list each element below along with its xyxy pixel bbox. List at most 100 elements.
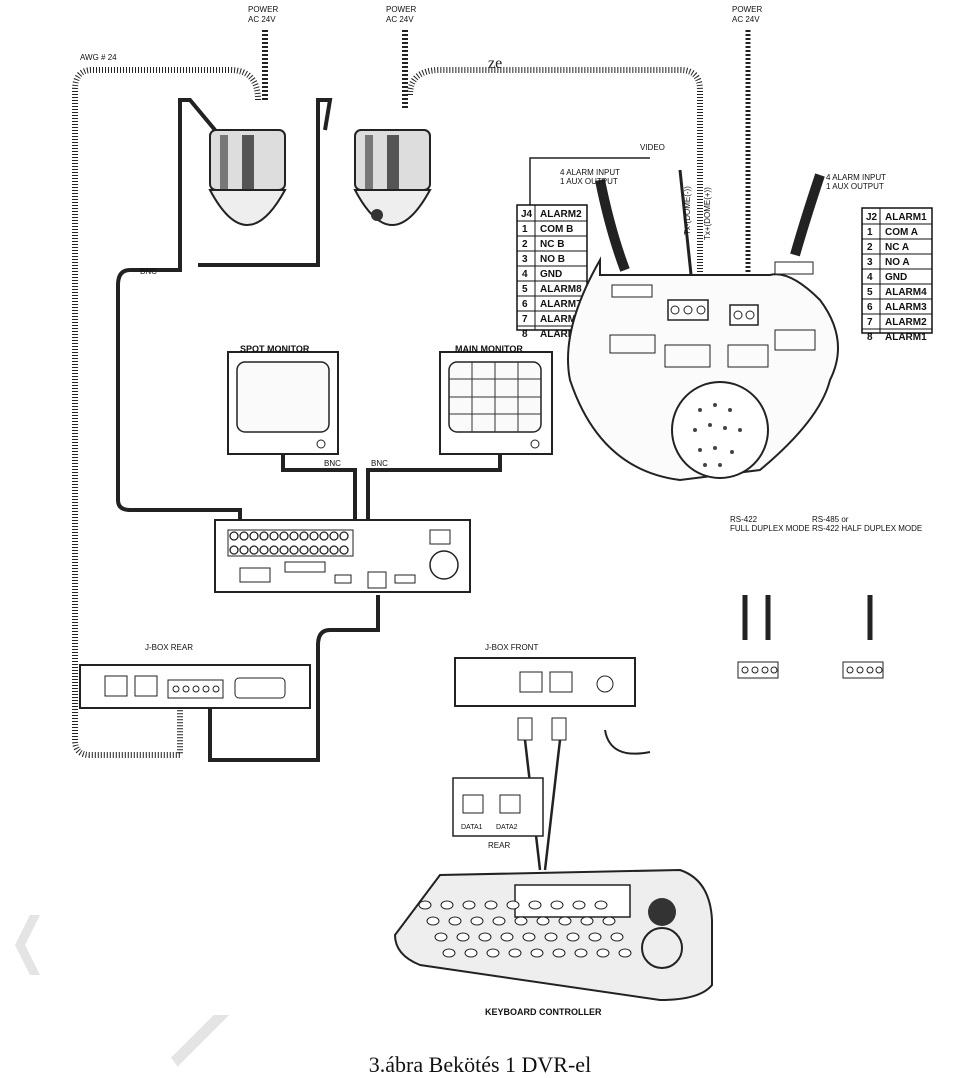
j2-pin-number: 7 — [867, 317, 873, 328]
keyboard-key — [544, 932, 558, 942]
j4-pin-signal: ALARM5 — [540, 329, 582, 340]
power-label-2: POWER — [386, 5, 416, 14]
bnc-label-left: BNC — [140, 267, 157, 276]
jbox-rear-label: J-BOX REAR — [145, 643, 193, 652]
alarm-left-line2: 1 AUX OUTPUT — [560, 177, 618, 186]
j2-pin-signal: ALARM4 — [885, 287, 927, 298]
spot-monitor — [227, 351, 339, 455]
j4-pin-signal: ALARM7 — [540, 299, 582, 310]
dvr-bnc-connector — [309, 531, 319, 541]
figure-caption: 3.ábra Bekötés 1 DVR-el — [368, 1052, 592, 1077]
rs485-label: RS-485 or — [812, 515, 849, 524]
power-sub-3: AC 24V — [732, 15, 760, 24]
keyboard-key — [528, 900, 542, 910]
dvr-bnc-connector — [249, 545, 259, 555]
dvr-bnc-connector — [329, 545, 339, 555]
j2-pin-signal: ALARM2 — [885, 317, 927, 328]
power-sub-1: AC 24V — [248, 15, 276, 24]
keyboard-key — [478, 932, 492, 942]
dome-camera-1 — [208, 129, 287, 226]
j2-pin-number: 1 — [867, 227, 873, 238]
keyboard-key — [484, 900, 498, 910]
dvr-fan — [429, 550, 459, 580]
keyboard-key — [574, 948, 588, 958]
keyboard-key — [500, 932, 514, 942]
j2-pin-number: 3 — [867, 257, 873, 268]
j2-pin-signal: NC A — [885, 242, 909, 253]
j2-pin-signal: COM A — [885, 227, 918, 238]
j4-pin-signal: NC B — [540, 239, 564, 250]
rs485-terminal — [842, 595, 884, 679]
jbox-data2-port — [549, 671, 573, 693]
keyboard-key — [448, 916, 462, 926]
rs422-mode-label: FULL DUPLEX MODE — [730, 524, 810, 533]
dvr-bnc-connector — [339, 545, 349, 555]
j2-pin-number: 4 — [867, 272, 873, 283]
j4-pin-number: 3 — [522, 254, 528, 265]
keyboard-key — [550, 900, 564, 910]
keyboard-key — [618, 948, 632, 958]
dvr-bnc-connector — [269, 531, 279, 541]
keyboard-key — [530, 948, 544, 958]
keyboard-key — [514, 916, 528, 926]
j4-pin-number: 7 — [522, 314, 528, 325]
dvr-bnc-connector — [239, 531, 249, 541]
jbox-serial-port — [234, 677, 286, 699]
spot-monitor-label: SPOT MONITOR — [240, 344, 310, 354]
dvr-bnc-connector — [309, 545, 319, 555]
bnc-cable-dome2 — [198, 98, 333, 267]
j2-pin-signal: ALARM1 — [885, 332, 927, 343]
alarm-left-line1: 4 ALARM INPUT — [560, 168, 620, 177]
j2-pin-number: 2 — [867, 242, 873, 253]
rear-label: REAR — [488, 841, 510, 850]
keyboard-key — [418, 900, 432, 910]
dvr-bnc-connector — [229, 545, 239, 555]
keyboard-key — [610, 932, 624, 942]
j2-pin-number: 6 — [867, 302, 873, 313]
dvr-bnc-connector — [319, 531, 329, 541]
alarm-right-line2: 1 AUX OUTPUT — [826, 182, 884, 191]
jbox-front — [454, 657, 636, 707]
awg-cable-loop — [72, 67, 261, 758]
alarm-connector-right — [774, 261, 814, 275]
power-plug-cable — [604, 729, 651, 755]
keyboard-key — [486, 948, 500, 958]
keyboard-key — [464, 948, 478, 958]
jbox-power-jack — [596, 675, 614, 693]
keyboard-key — [602, 916, 616, 926]
keyboard-key — [522, 932, 536, 942]
tx-minus-label: Tx-(DOME(-)) — [683, 186, 692, 235]
dvr-bnc-connector — [339, 531, 349, 541]
dvr-bnc-connector — [259, 531, 269, 541]
data1-label: DATA1 — [461, 824, 483, 831]
rj-plugs — [517, 717, 567, 741]
dvr-rear-panel — [214, 519, 471, 593]
dvr-bnc-connector — [269, 545, 279, 555]
dvr-bnc-connector — [249, 531, 259, 541]
alarm-harness-left — [595, 179, 630, 272]
rs-cable-top — [407, 67, 703, 300]
j4-header-id: J4 — [521, 209, 533, 220]
video-wire — [529, 157, 650, 210]
dvr-bnc-connector — [299, 545, 309, 555]
keyboard-key — [552, 948, 566, 958]
j2-header-name: ALARM1 — [885, 212, 927, 223]
keyboard-key — [434, 932, 448, 942]
j4-pin-signal: GND — [540, 269, 562, 280]
j4-header-name: ALARM2 — [540, 209, 582, 220]
j4-pin-number: 4 — [522, 269, 528, 280]
alarm-harness-right — [790, 173, 825, 257]
ze-annotation: ze — [488, 55, 502, 72]
keyboard-controller — [393, 868, 713, 1002]
dvr-bnc-connector — [229, 531, 239, 541]
keyboard-key — [580, 916, 594, 926]
cables — [72, 30, 825, 871]
keyboard-controller-label: KEYBOARD CONTROLLER — [485, 1007, 602, 1017]
keyboard-rear-ports — [452, 777, 544, 837]
keyboard-key — [566, 932, 580, 942]
j4-pin-signal: NO B — [540, 254, 565, 265]
jbox-front-label: J-BOX FRONT — [485, 643, 538, 652]
